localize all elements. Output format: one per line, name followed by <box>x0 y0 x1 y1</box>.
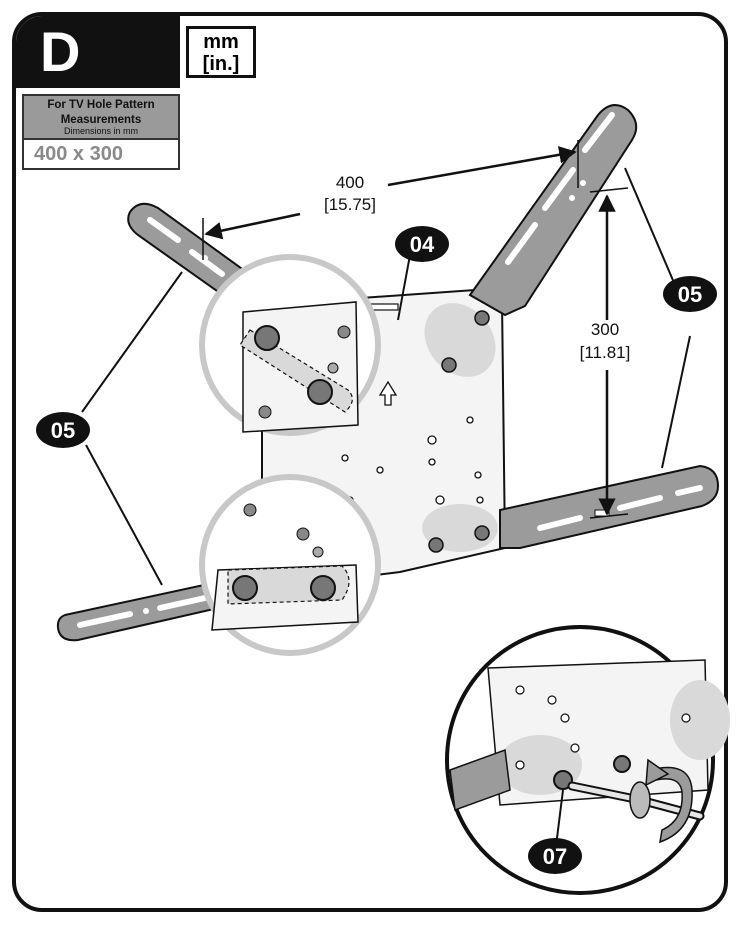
step-badge: D <box>16 16 180 88</box>
svg-text:07: 07 <box>543 844 567 869</box>
instruction-frame: D mm [in.] For TV Hole Pattern Measureme… <box>12 12 728 912</box>
width-in-label: [15.75] <box>324 195 376 214</box>
callout-arm-left: 05 <box>36 412 90 448</box>
hole-pattern-header: For TV Hole Pattern Measurements Dimensi… <box>22 94 180 140</box>
rotate-arrow-icon <box>648 766 693 844</box>
callout-plate: 04 <box>395 226 449 262</box>
svg-text:04: 04 <box>410 232 435 257</box>
detail-circle-screw <box>445 625 730 895</box>
pattern-subtitle: Dimensions in mm <box>63 126 139 136</box>
detail-circle-upper <box>199 254 381 436</box>
unit-primary: mm <box>203 31 239 53</box>
step-letter: D <box>40 20 81 83</box>
plate-screws <box>428 310 490 553</box>
height-in-label: [11.81] <box>580 343 631 362</box>
width-mm-label: 400 <box>336 173 364 192</box>
svg-text:05: 05 <box>51 418 75 443</box>
callout-screw: 07 <box>528 838 582 874</box>
arm-upper-right <box>468 104 638 317</box>
dimension-height: 300 [11.81] <box>580 187 631 519</box>
hole-pattern-value: 400 x 300 <box>22 140 180 170</box>
dimension-width: 400 [15.75] <box>202 140 579 260</box>
detail-circle-lower <box>199 474 381 656</box>
callout-arm-right: 05 <box>663 276 717 312</box>
unit-secondary: [in.] <box>202 53 240 75</box>
height-mm-label: 300 <box>591 320 619 339</box>
pattern-title-line2: Measurements <box>60 114 142 126</box>
up-arrow-icon <box>378 380 398 406</box>
svg-text:05: 05 <box>678 282 702 307</box>
arm-lower-right <box>499 464 720 549</box>
leader-lines <box>81 167 691 847</box>
pattern-title-line1: For TV Hole Pattern <box>47 99 155 111</box>
unit-legend: mm [in.] <box>186 26 256 78</box>
